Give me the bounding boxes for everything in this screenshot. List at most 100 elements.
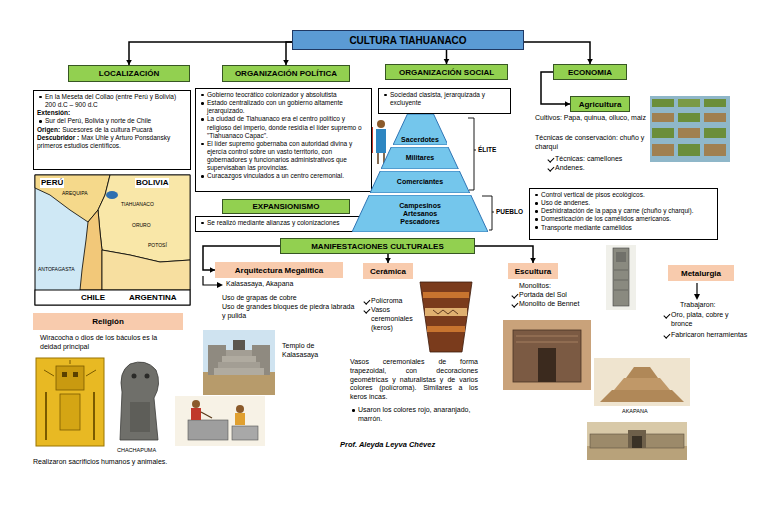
- connector-line: [129, 42, 292, 65]
- people-figures: [376, 129, 386, 153]
- workers-drawing: [235, 413, 245, 425]
- city-label: TIAHUANACO: [121, 201, 154, 207]
- camellones-photo: [704, 113, 726, 122]
- subtopic-box: Arquitectura Megalítica: [215, 262, 343, 278]
- temple-photo: [222, 356, 256, 362]
- chachapuma-statue: [120, 362, 159, 440]
- workers-drawing: [236, 405, 244, 413]
- box-label: Agricultura: [579, 100, 622, 109]
- author-credit: Prof. Aleyda Leyva Chévez: [340, 440, 435, 449]
- monolith-photo: [614, 270, 628, 290]
- note-text: Técnicas de conservación: chuño y charqu…: [535, 134, 647, 152]
- info-box: Gobierno teocrático colonizador y absolu…: [195, 88, 372, 192]
- camellones-photo: [704, 99, 726, 107]
- temple-photo: [203, 372, 275, 395]
- check-item: Técnicas: camellones: [546, 155, 655, 164]
- connector: [385, 254, 391, 263]
- puerta-del-sol-photo: [516, 336, 578, 342]
- band-text-wrap: Campesinos Artesanos Pescadores: [352, 201, 488, 225]
- bullet-text: Curacazgos vinculados a un centro ceremo…: [199, 172, 368, 180]
- map-label: PERÚ: [40, 178, 64, 188]
- camellones-photo: [704, 144, 726, 156]
- city-label: AREQUIPA: [62, 190, 87, 196]
- bullet-text: Deshidratación de la papa y carne (chuño…: [533, 207, 714, 215]
- box-label: Militares: [381, 154, 458, 162]
- image-caption: CHACHAPUMA: [117, 447, 156, 454]
- box-label: ECONOMIA: [568, 68, 612, 77]
- pyramid-band-shape: [381, 147, 458, 169]
- wiracocha-figure: [44, 360, 96, 376]
- subtopic-box: Escultura: [508, 263, 558, 279]
- bullet-text: Estado centralizado con un gobierno alta…: [199, 99, 368, 115]
- workers-drawing: [175, 396, 265, 446]
- chachapuma-statue: [132, 374, 137, 379]
- akapana-drawing: [594, 358, 690, 406]
- bullet-text: Sociedad clasista, jerarquizada y excluy…: [382, 91, 507, 107]
- kero-photo: [423, 292, 469, 298]
- bullet-text: Control vertical de pisos ecológicos.: [533, 191, 714, 199]
- box-label: ORGANIZACIÓN POLÍTICA: [235, 69, 337, 78]
- box-label: ORGANIZACIÓN SOCIAL: [399, 68, 494, 77]
- connector-line: [475, 246, 533, 263]
- subtopic-box: Religión: [33, 313, 183, 330]
- bullet-text: Domesticación de los camélidos americano…: [533, 215, 714, 223]
- puerta-del-sol-photo: [538, 348, 556, 382]
- box-label: MANIFESTACIONES CULTURALES: [311, 242, 444, 251]
- note-text: Monolitos:: [519, 282, 551, 291]
- note-text: Templo de Kalasasaya: [282, 342, 340, 360]
- temple-photo: [203, 330, 275, 395]
- wiracocha-figure: [56, 366, 84, 390]
- pyramid-band-shape: [352, 195, 488, 232]
- akapana-drawing: [600, 390, 684, 402]
- box-label: Arquitectura Megalítica: [235, 266, 323, 275]
- chachapuma-statue: [130, 402, 150, 432]
- temple-photo: [218, 362, 260, 368]
- pyramid-level: Campesinos Artesanos Pescadores: [352, 195, 488, 232]
- check-item: Monolito de Bennet: [510, 300, 579, 309]
- kero-photo: [427, 326, 465, 332]
- workers-drawing: [232, 426, 258, 440]
- subtopic-box: Cerámica: [363, 263, 413, 279]
- note-text: Uso de grapas de cobre: [222, 294, 297, 303]
- workers-drawing: [188, 420, 228, 440]
- camellones-photo: [650, 96, 730, 162]
- topic-box: ORGANIZACIÓN POLÍTICA: [222, 65, 350, 82]
- info-box: Se realizó mediante alianzas y colonizac…: [195, 216, 372, 232]
- bullet-text: Sur del Perú, Bolivia y norte de Chile: [37, 117, 187, 125]
- akapana-drawing: [594, 358, 690, 406]
- connector: [444, 50, 450, 64]
- connector: [524, 42, 593, 64]
- map: [80, 210, 102, 290]
- map: [98, 175, 190, 262]
- wiracocha-figure: [36, 358, 104, 446]
- check-item: Polícroma: [362, 297, 426, 306]
- workers-drawing: [175, 396, 265, 446]
- subtopic-box: Agricultura: [570, 96, 630, 112]
- kero-photo: [433, 310, 458, 314]
- camellones-photo: [652, 99, 674, 107]
- map: [35, 290, 190, 305]
- image-caption: AKAPANA: [622, 408, 648, 415]
- pyramid-level: Militares: [381, 147, 458, 169]
- info-box: En la Meseta del Collao (entre Perú y Bo…: [33, 90, 191, 170]
- monolith-photo: [606, 245, 636, 310]
- pyramid-level: Comerciantes: [370, 171, 470, 193]
- map: [102, 250, 190, 290]
- connector: [475, 246, 536, 263]
- camellones-photo: [704, 128, 726, 138]
- elite-bracket: [468, 118, 476, 190]
- arrowhead: [694, 294, 700, 300]
- kalasasaya-gate-photo: [587, 422, 687, 460]
- field-label: Extensión:: [37, 109, 187, 117]
- city-label: POTOSÍ: [148, 242, 167, 248]
- puerta-del-sol-photo: [513, 330, 581, 382]
- note-text: Uso de grandes bloques de piedra labrada…: [222, 303, 357, 321]
- band-text-wrap: Militares: [381, 154, 458, 162]
- monolith-photo: [613, 248, 629, 306]
- wiracocha-figure: [62, 372, 67, 377]
- wiracocha-figure: [45, 392, 47, 440]
- note-text: Trabajaron:: [680, 301, 716, 310]
- field-label: Descubridor :: [37, 134, 79, 141]
- wiracocha-figure: [60, 394, 80, 430]
